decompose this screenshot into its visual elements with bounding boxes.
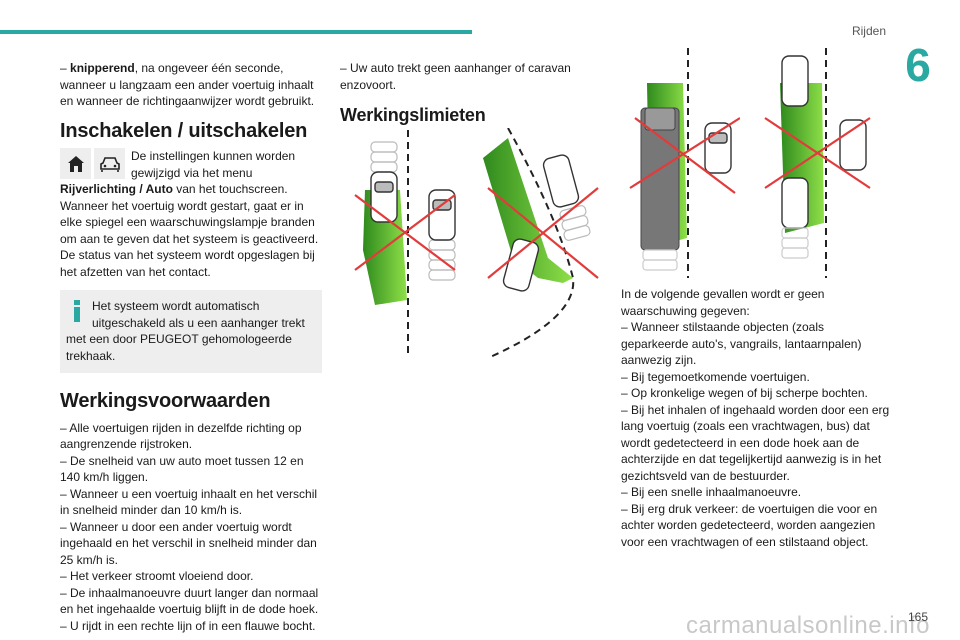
condition-item: – De inhaalmanoeuvre duurt langer dan no… — [60, 585, 319, 617]
heading-werkingsvoorwaarden: Werkingsvoorwaarden — [60, 390, 271, 412]
column-middle: – Uw auto trekt geen aanhanger of carava… — [340, 60, 580, 124]
settings-icons — [60, 148, 125, 179]
car-icon — [94, 148, 125, 179]
limit-item: – Wanneer stilstaande objecten (zoals ge… — [621, 320, 862, 367]
illustration-straight-road — [354, 130, 456, 358]
settings-block: De instellingen kunnen worden gewijzigd … — [60, 148, 322, 198]
watermark: carmanualsonline.info — [686, 612, 930, 639]
header-accent-bar — [0, 30, 472, 34]
intro-dash: – — [60, 61, 71, 75]
limits-list: – Wanneer stilstaande objecten (zoals ge… — [621, 319, 891, 550]
illustration-heavy-traffic — [764, 48, 871, 278]
column-right: In de volgende gevallen wordt er geen wa… — [621, 286, 891, 550]
conditions-list: – Alle voertuigen rijden in dezelfde ric… — [60, 420, 322, 635]
limit-item: – Bij tegemoetkomende voertuigen. — [621, 369, 810, 384]
condition-item: – Alle voertuigen rijden in dezelfde ric… — [60, 420, 302, 452]
intro-bold: knipperend — [70, 61, 135, 75]
heading-werkingslimieten: Werkingslimieten — [340, 105, 486, 125]
illustration-long-vehicle — [629, 48, 740, 278]
heading-inschakelen: Inschakelen / uitschakelen — [60, 119, 308, 142]
settings-pre: De instellingen kunnen worden gewijzigd … — [131, 149, 296, 180]
column-left: – knipperend, na ongeveer één seconde, w… — [60, 60, 322, 634]
settings-menu-name: Rijverlichting / Auto — [60, 182, 173, 196]
status-paragraph: De status van het systeem wordt opgeslag… — [60, 248, 315, 279]
condition-item: – De snelheid van uw auto moet tussen 12… — [60, 453, 304, 485]
limit-item: – Bij erg druk verkeer: de voertuigen di… — [621, 501, 878, 549]
start-paragraph: Wanneer het voertuig wordt gestart, gaat… — [60, 198, 319, 246]
intro-rest: , na ongeveer één seconde, wanneer u lan… — [60, 61, 315, 108]
trailer-item: – Uw auto trekt geen aanhanger of carava… — [340, 61, 571, 92]
condition-item: – Wanneer u door een ander voertuig word… — [60, 519, 317, 567]
condition-item: – Wanneer u een voertuig inhaalt en het … — [60, 486, 318, 518]
illustration-curved-road — [483, 128, 599, 359]
intro-paragraph: – knipperend, na ongeveer één seconde, w… — [60, 60, 322, 110]
info-box: Het systeem wordt automatisch uitgeschak… — [60, 290, 322, 373]
settings-paragraph: De instellingen kunnen worden gewijzigd … — [60, 148, 322, 198]
home-icon — [60, 148, 91, 179]
condition-item: – Het verkeer stroomt vloeiend door. — [60, 569, 254, 583]
limit-item: – Bij het inhalen of ingehaald worden do… — [621, 402, 890, 483]
settings-post: van het touchscreen. — [172, 182, 288, 196]
limit-item: – Bij een snelle inhaalmanoeuvre. — [621, 485, 802, 499]
section-title: Rijden — [851, 24, 886, 38]
limits-intro: In de volgende gevallen wordt er geen wa… — [621, 287, 825, 318]
page-number: 165 — [908, 610, 929, 624]
limit-item: – Op kronkelige wegen of bij scherpe boc… — [621, 386, 868, 400]
chapter-number: 6 — [905, 39, 931, 91]
info-text: Het systeem wordt automatisch uitgeschak… — [66, 299, 305, 363]
condition-item: – U rijdt in een rechte lijn of in een f… — [60, 618, 316, 633]
info-icon — [74, 300, 80, 322]
